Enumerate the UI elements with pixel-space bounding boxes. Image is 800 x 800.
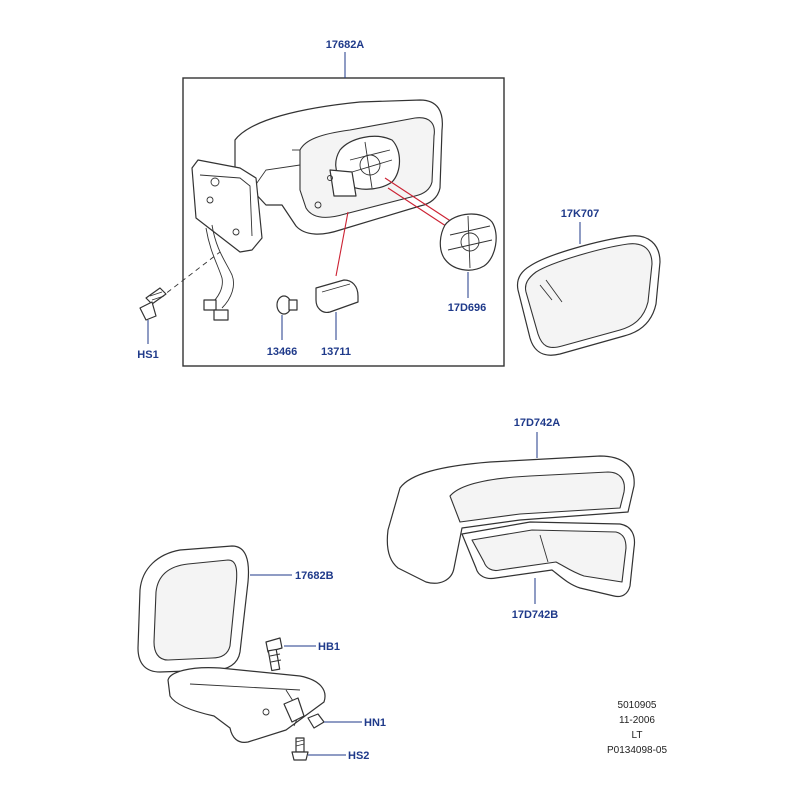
footer-reference: 5010905 11-2006 LT P0134098-05 — [607, 700, 667, 756]
screw-hs1 — [139, 287, 167, 321]
footer-line-2: 11-2006 — [619, 715, 655, 726]
screw-hs2 — [291, 737, 309, 761]
callout-17682B: 17682B — [295, 570, 334, 582]
callout-17682A: 17682A — [326, 39, 365, 51]
footer-line-4: P0134098-05 — [607, 745, 667, 756]
callout-HS2: HS2 — [348, 750, 369, 762]
callout-17D696: 17D696 — [448, 302, 487, 314]
callout-17D742A: 17D742A — [514, 417, 561, 429]
bolt-hb1 — [265, 637, 283, 672]
mirror-cover — [386, 455, 635, 584]
red-guides — [335, 177, 456, 277]
mirror-glass — [516, 235, 661, 356]
footer-line-1: 5010905 — [618, 700, 657, 711]
fastener-guide — [159, 251, 221, 299]
side-lamp — [315, 279, 359, 313]
lower-housing — [137, 545, 326, 743]
cover-insert — [461, 521, 636, 598]
mounting-bracket — [191, 159, 263, 321]
callout-HS1: HS1 — [137, 349, 158, 361]
callout-13711: 13711 — [321, 346, 351, 358]
bulb — [276, 295, 298, 315]
mirror-motor — [439, 213, 497, 271]
callout-HN1: HN1 — [364, 717, 386, 729]
assembly-frame — [182, 77, 505, 367]
callout-13466: 13466 — [267, 346, 298, 358]
mirror-assembly-group: 17682A — [159, 39, 505, 367]
footer-line-3: LT — [632, 730, 643, 741]
callout-17K707: 17K707 — [561, 208, 600, 220]
callout-HB1: HB1 — [318, 641, 340, 653]
nut-hn1 — [307, 713, 325, 729]
callout-17D742B: 17D742B — [512, 609, 559, 621]
mirror-housing — [234, 99, 443, 235]
